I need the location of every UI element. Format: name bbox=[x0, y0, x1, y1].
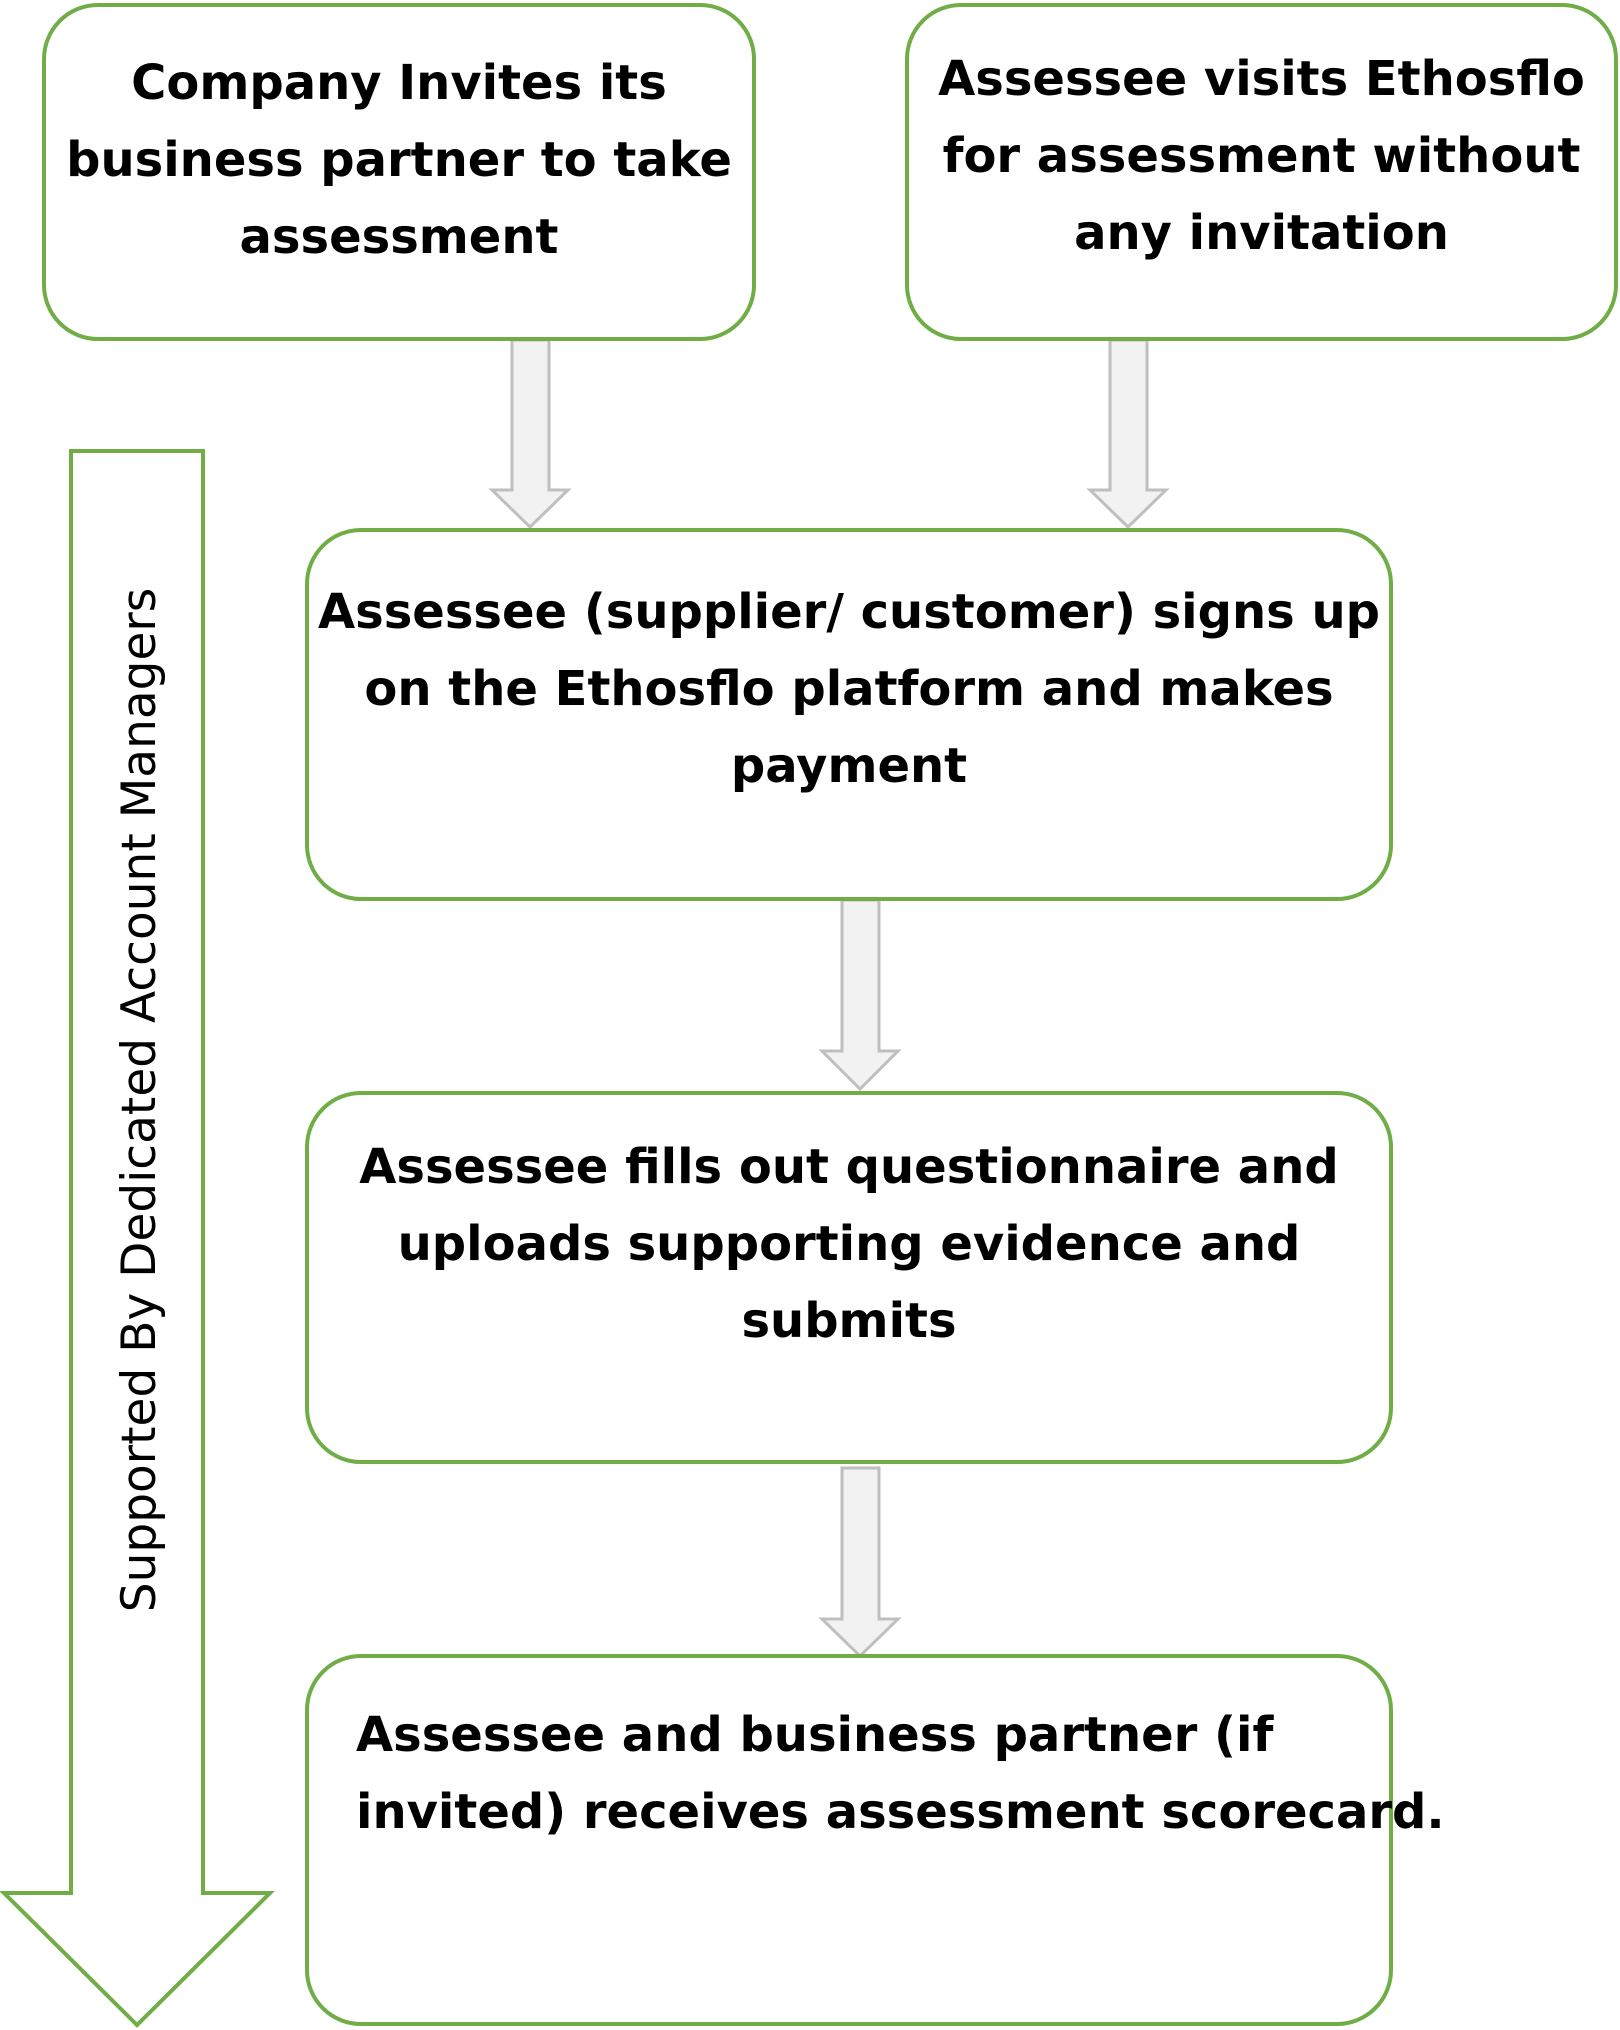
box-questionnaire: Assessee fills out questionnaire and upl… bbox=[305, 1091, 1393, 1464]
box-text-line: Assessee and business partner (if bbox=[356, 1707, 1274, 1763]
side-down-arrow bbox=[0, 449, 275, 2028]
box-text-line: invited) receives assessment scorecard. bbox=[356, 1784, 1445, 1840]
box-text-line: assessment bbox=[239, 209, 559, 265]
box-assessee-visits: Assessee visits Ethosflo for assessment … bbox=[905, 3, 1618, 341]
box-signup-payment: Assessee (supplier/ customer) signs up o… bbox=[305, 528, 1393, 901]
box-text-line: Company Invites its bbox=[131, 55, 667, 111]
box-text-line: Assessee (supplier/ customer) signs up bbox=[318, 584, 1380, 640]
box-text-line: submits bbox=[741, 1293, 957, 1349]
box-text-line: uploads supporting evidence and bbox=[397, 1216, 1301, 1272]
box-company-invites: Company Invites its business partner to … bbox=[42, 3, 756, 341]
box-text-line: Assessee fills out questionnaire and bbox=[359, 1139, 1339, 1195]
box-text-line: on the Ethosflo platform and makes bbox=[364, 661, 1334, 717]
box-scorecard: Assessee and business partner (if invite… bbox=[305, 1654, 1445, 2026]
box-text-line: for assessment without bbox=[942, 128, 1581, 184]
connector-arrow-invite-to-signup bbox=[488, 338, 572, 530]
connector-arrow-questionnaire-to-scorecard bbox=[818, 1466, 902, 1659]
box-text-line: business partner to take bbox=[66, 132, 732, 188]
box-text-line: payment bbox=[730, 738, 968, 794]
box-text-line: Assessee visits Ethosflo bbox=[938, 51, 1585, 107]
connector-arrow-visit-to-signup bbox=[1086, 338, 1170, 530]
side-arrow-label: Supported By Dedicated Account Managers bbox=[112, 587, 167, 1613]
box-text-line: any invitation bbox=[1074, 205, 1449, 261]
connector-arrow-signup-to-questionnaire bbox=[818, 898, 902, 1092]
